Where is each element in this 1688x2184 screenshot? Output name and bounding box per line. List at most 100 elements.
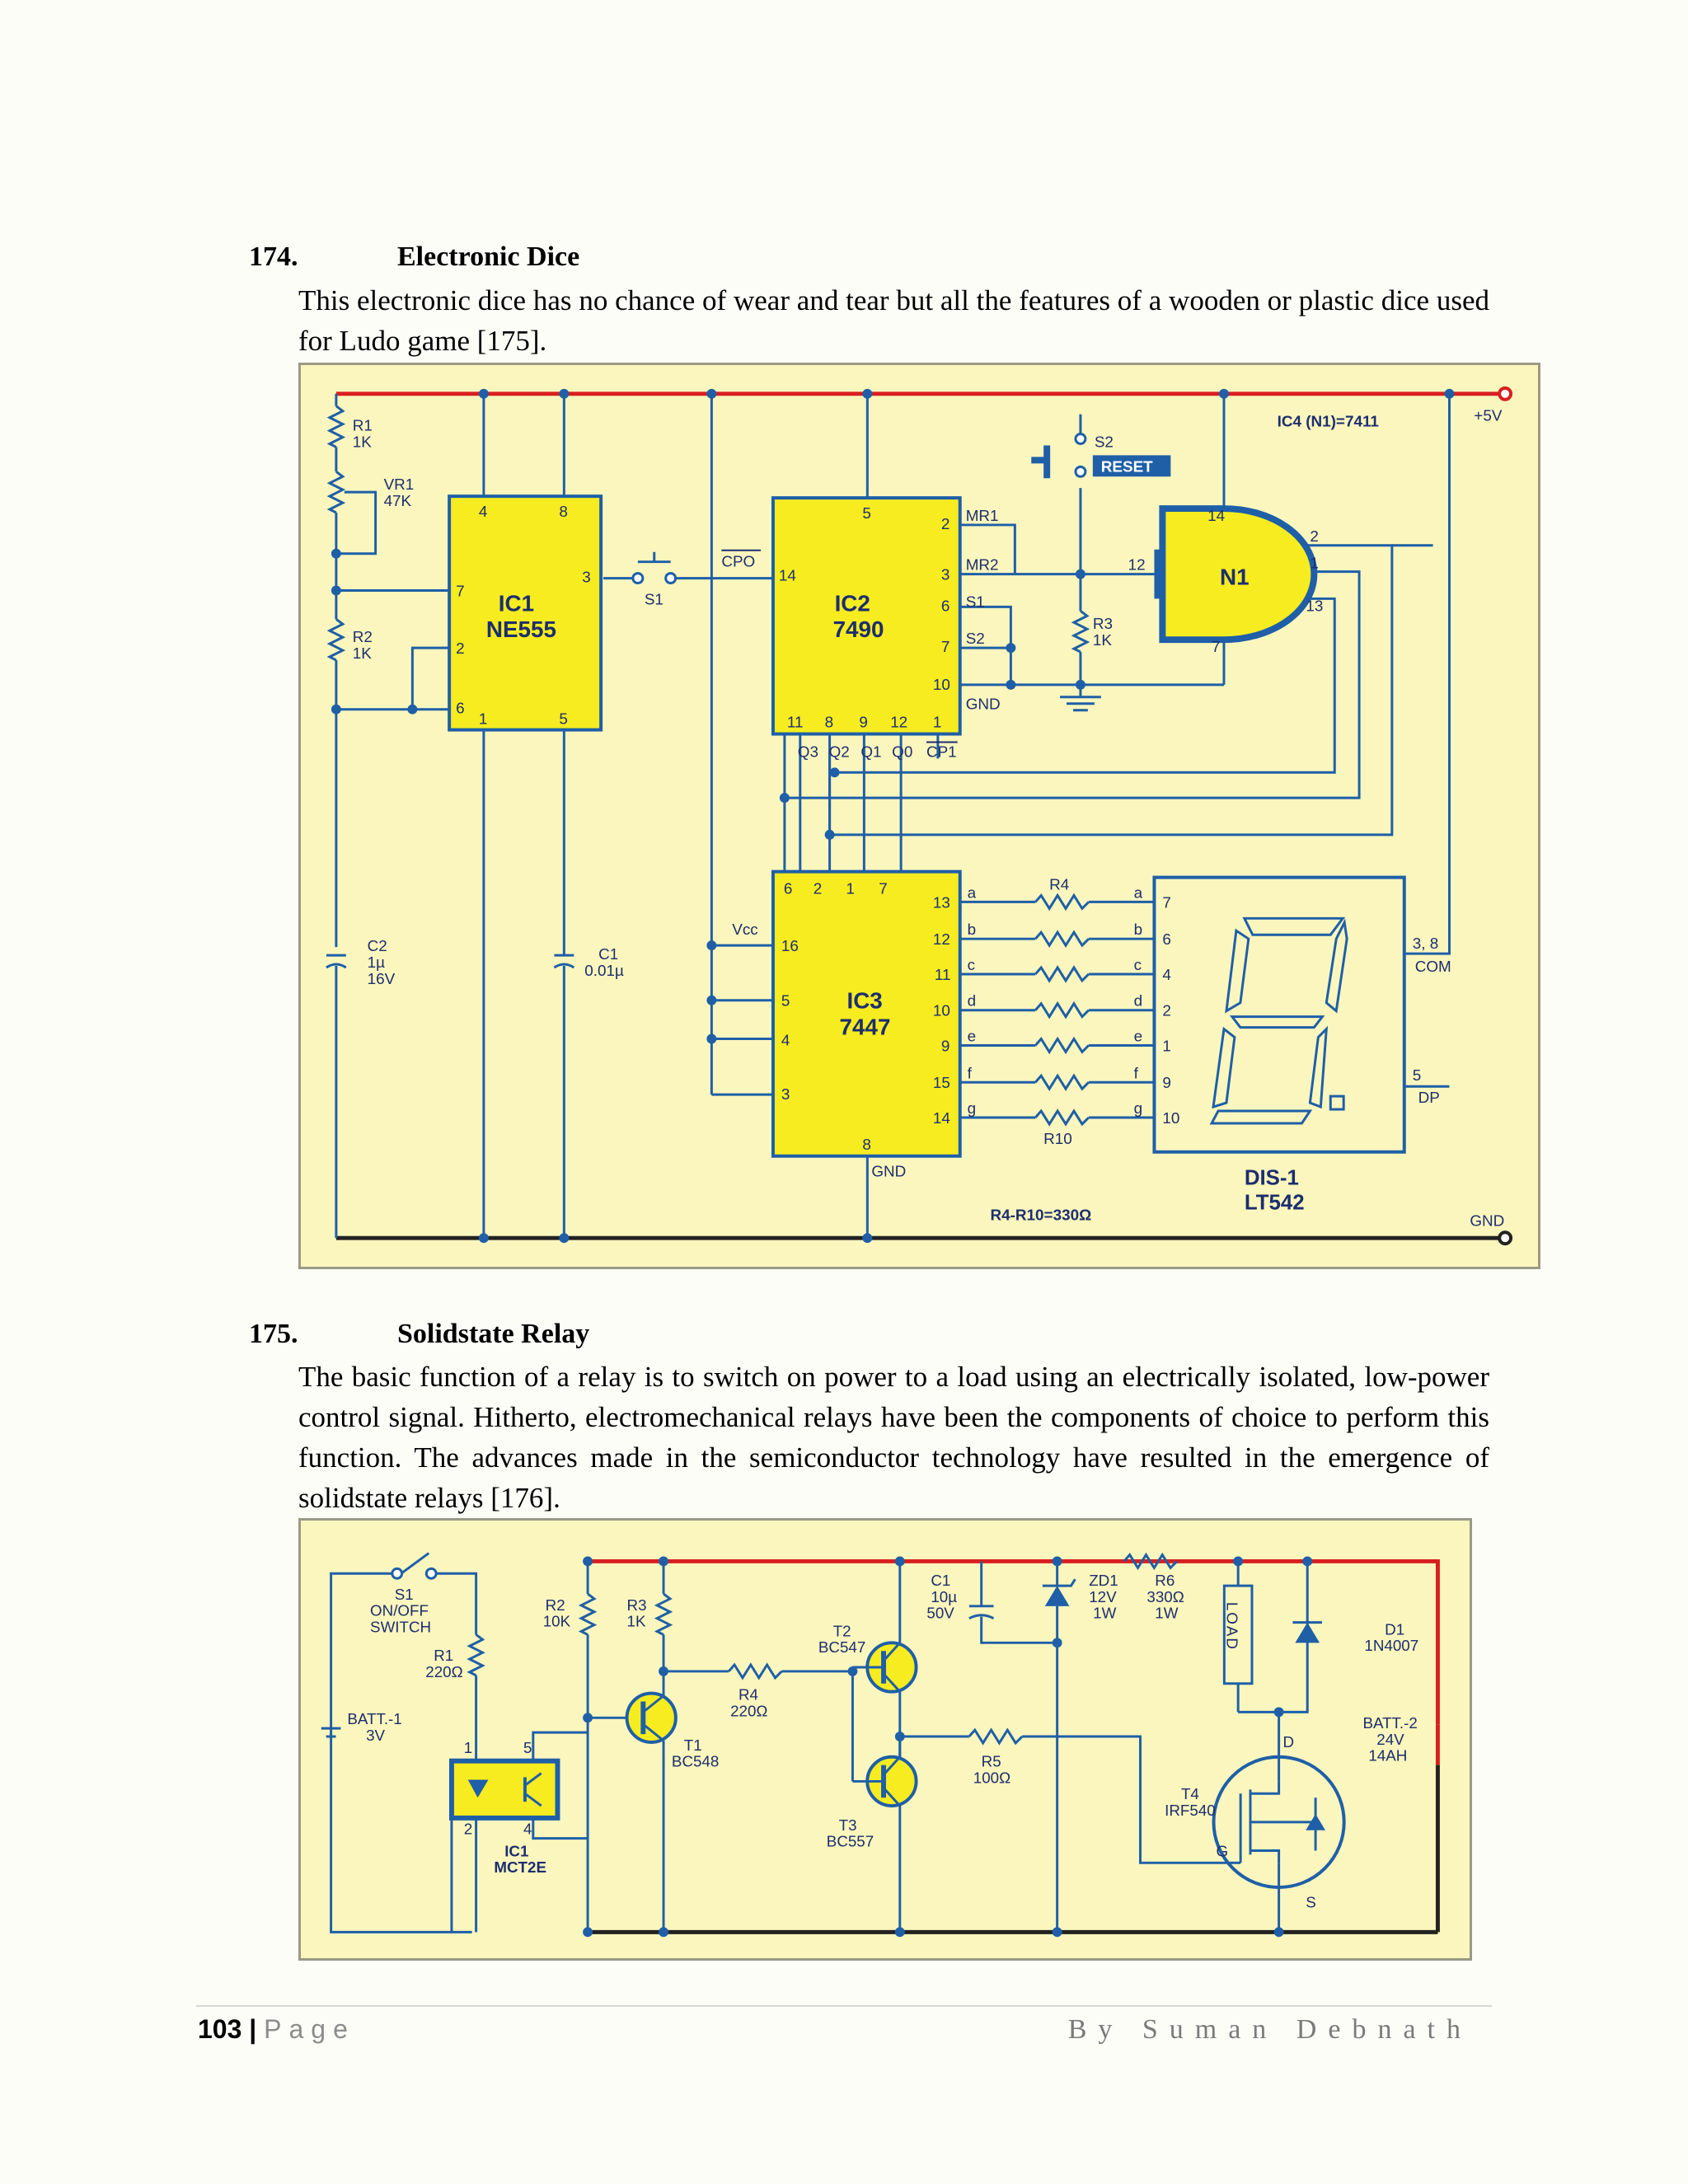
svg-text:3: 3 — [582, 569, 591, 587]
r2-value: 1K — [353, 645, 372, 663]
vr1-value: 47K — [384, 493, 412, 510]
svg-text:1: 1 — [479, 711, 488, 729]
section-title: Solidstate Relay — [397, 1319, 590, 1349]
svg-text:6: 6 — [456, 701, 465, 718]
ic2-s1-label: S1 — [966, 593, 985, 611]
ic2-part: 7490 — [833, 616, 884, 642]
cpo-label: CPO — [721, 554, 755, 571]
segment-label: f — [1134, 1065, 1139, 1082]
c1-label: C1 — [598, 946, 618, 963]
segment-label: d — [1134, 993, 1143, 1010]
ic3-pin: 14 — [933, 1110, 950, 1127]
svg-text:1: 1 — [933, 715, 942, 732]
section-title: Electronic Dice — [397, 241, 580, 272]
segment-label: e — [968, 1029, 977, 1046]
c2-voltage: 16V — [368, 971, 396, 988]
ic2-s2-label: S2 — [966, 630, 985, 648]
segment-label: f — [968, 1065, 973, 1082]
r1-value: 220Ω — [425, 1663, 462, 1680]
mr1-label: MR1 — [966, 508, 999, 525]
r1-label: R1 — [434, 1647, 453, 1664]
c2-value: 1µ — [368, 954, 385, 972]
gate-label: G — [1216, 1842, 1228, 1859]
vcc-label: Vcc — [732, 921, 757, 939]
svg-text:1: 1 — [846, 880, 855, 898]
svg-text:2: 2 — [456, 640, 465, 658]
svg-text:6: 6 — [784, 880, 793, 898]
r1-value: 1K — [353, 434, 372, 451]
svg-text:11: 11 — [787, 715, 804, 732]
ic2-gnd-label: GND — [966, 696, 1001, 714]
r2-label: R2 — [546, 1596, 565, 1614]
s1-label: S1 — [645, 591, 663, 608]
r5-label: R5 — [982, 1753, 1001, 1770]
c1-label: C1 — [931, 1572, 950, 1589]
r1-label: R1 — [353, 418, 373, 435]
svg-text:8: 8 — [559, 504, 568, 521]
r5-value: 100Ω — [973, 1769, 1010, 1786]
r2-label: R2 — [353, 629, 373, 646]
com-label: COM — [1415, 958, 1451, 976]
r4-label: R4 — [738, 1686, 758, 1704]
s1-label: S1 — [395, 1586, 414, 1603]
segment-label: b — [1134, 921, 1143, 939]
batt1-value: 3V — [366, 1727, 385, 1744]
section-heading-174: 174. Electronic Dice — [249, 241, 579, 273]
zd1-label: ZD1 — [1089, 1572, 1118, 1589]
c1-value: 0.01µ — [584, 963, 624, 980]
svg-text:5: 5 — [781, 993, 790, 1010]
zd1-voltage: 12V — [1089, 1588, 1117, 1605]
display-label: DIS-1 — [1245, 1167, 1299, 1190]
svg-text:14: 14 — [1207, 508, 1225, 525]
segment-label: a — [968, 884, 977, 902]
display-pin: 7 — [1162, 894, 1171, 912]
q0-label: Q0 — [892, 743, 912, 761]
source-label: S — [1306, 1894, 1316, 1911]
s1-switch: SWITCH — [370, 1618, 431, 1635]
r6-value: 330Ω — [1146, 1588, 1184, 1605]
ic3-gnd-label: GND — [871, 1164, 906, 1181]
svg-text:3: 3 — [781, 1086, 790, 1104]
display-pin: 9 — [1162, 1075, 1171, 1092]
r3-value: 1K — [1093, 632, 1112, 649]
q2-label: Q2 — [829, 743, 850, 761]
ground-label: GND — [1470, 1212, 1504, 1230]
ic1-label: IC1 — [504, 1842, 528, 1859]
svg-text:5: 5 — [862, 505, 871, 523]
svg-text:7: 7 — [456, 583, 465, 600]
svg-text:7: 7 — [1212, 639, 1221, 656]
reset-label: RESET — [1101, 458, 1153, 476]
t4-label: T4 — [1181, 1785, 1199, 1802]
svg-text:12: 12 — [890, 715, 907, 732]
svg-text:10: 10 — [933, 677, 950, 694]
page-number: 103 — [198, 2014, 242, 2044]
electronic-dice-schematic: R1 1K VR1 47K R2 1K C2 1µ 16V C1 0.01µ 4… — [298, 363, 1540, 1269]
c1-voltage: 50V — [926, 1605, 954, 1622]
section-number: 174. — [249, 241, 298, 272]
t2-part: BC547 — [818, 1638, 865, 1656]
ic1-part: NE555 — [486, 616, 556, 642]
svg-text:4: 4 — [479, 504, 488, 521]
r10-label: R10 — [1043, 1131, 1072, 1148]
segment-label: b — [968, 921, 977, 939]
svg-text:14: 14 — [779, 568, 796, 585]
c1-value: 10µ — [931, 1588, 957, 1605]
segment-label: d — [968, 993, 977, 1010]
r4-label: R4 — [1049, 877, 1069, 894]
q3-label: Q3 — [798, 743, 818, 761]
ic4-note: IC4 (N1)=7411 — [1278, 414, 1379, 431]
display-part: LT542 — [1245, 1191, 1305, 1214]
supply-label: +5V — [1474, 408, 1503, 425]
t3-label: T3 — [839, 1816, 857, 1834]
s2-label: S2 — [1095, 434, 1114, 451]
zd1-power: 1W — [1093, 1605, 1116, 1622]
dp-label: DP — [1418, 1090, 1440, 1107]
t1-part: BC548 — [672, 1753, 719, 1770]
ic1-pin: 5 — [523, 1739, 532, 1756]
ic3-part: 7447 — [840, 1015, 891, 1040]
ic1-label: IC1 — [499, 590, 534, 616]
q1-label: Q1 — [860, 743, 881, 761]
ic3-pin: 10 — [933, 1003, 950, 1020]
ic1-pin: 4 — [523, 1821, 532, 1838]
svg-text:16: 16 — [781, 938, 799, 955]
